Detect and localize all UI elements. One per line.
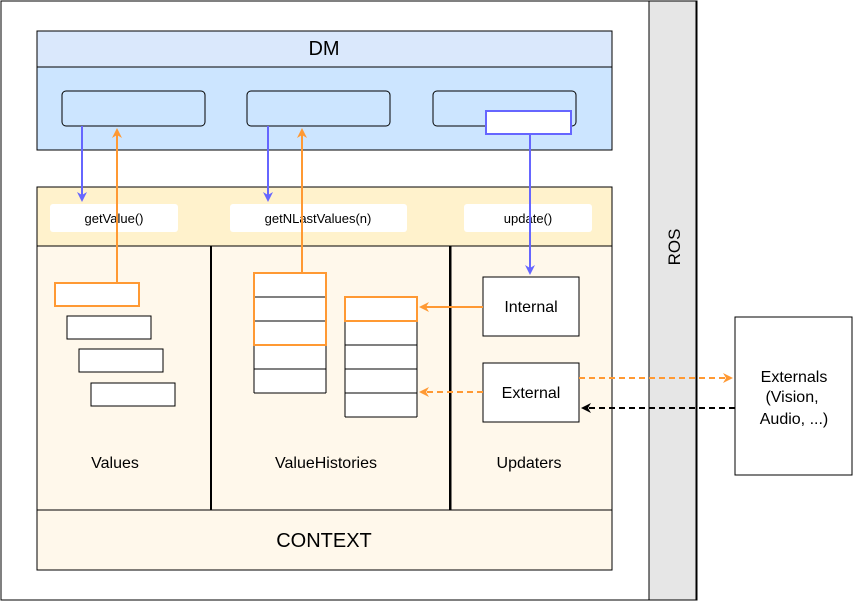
get-value-label: getValue() xyxy=(84,211,143,226)
ros-bar xyxy=(648,0,697,601)
get-n-last-values-box xyxy=(230,204,407,232)
externals-line-2: (Vision, xyxy=(765,389,818,406)
dm-slot-values xyxy=(61,90,206,127)
internal-label: Internal xyxy=(504,299,557,316)
value-history-right xyxy=(344,296,418,418)
external-updater xyxy=(482,362,580,423)
dm-update-port xyxy=(485,110,572,135)
externals-line-1: Externals xyxy=(761,369,828,386)
context-label: CONTEXT xyxy=(276,530,372,552)
update-box xyxy=(464,204,592,232)
internal-updater xyxy=(482,276,580,337)
update-label: update() xyxy=(504,211,552,226)
external-label: External xyxy=(502,385,561,402)
get-n-last-values-label: getNLastValues(n) xyxy=(265,211,372,226)
externals-box xyxy=(734,316,853,476)
dm-header xyxy=(36,30,613,68)
externals-line-3: Audio, ...) xyxy=(760,411,828,428)
updaters-label: Updaters xyxy=(497,455,562,472)
value-history-left xyxy=(253,272,327,394)
value-item-highlighted xyxy=(54,282,140,307)
values-label: Values xyxy=(91,455,139,472)
value-item xyxy=(66,315,152,340)
get-value-box xyxy=(50,204,178,232)
dm-slot-histories xyxy=(246,90,391,127)
value-item xyxy=(78,348,164,373)
dm-title: DM xyxy=(308,38,339,60)
context-box xyxy=(36,509,613,571)
ros-label: ROS xyxy=(665,229,684,266)
value-item xyxy=(90,382,176,407)
value-histories-label: ValueHistories xyxy=(275,455,377,472)
